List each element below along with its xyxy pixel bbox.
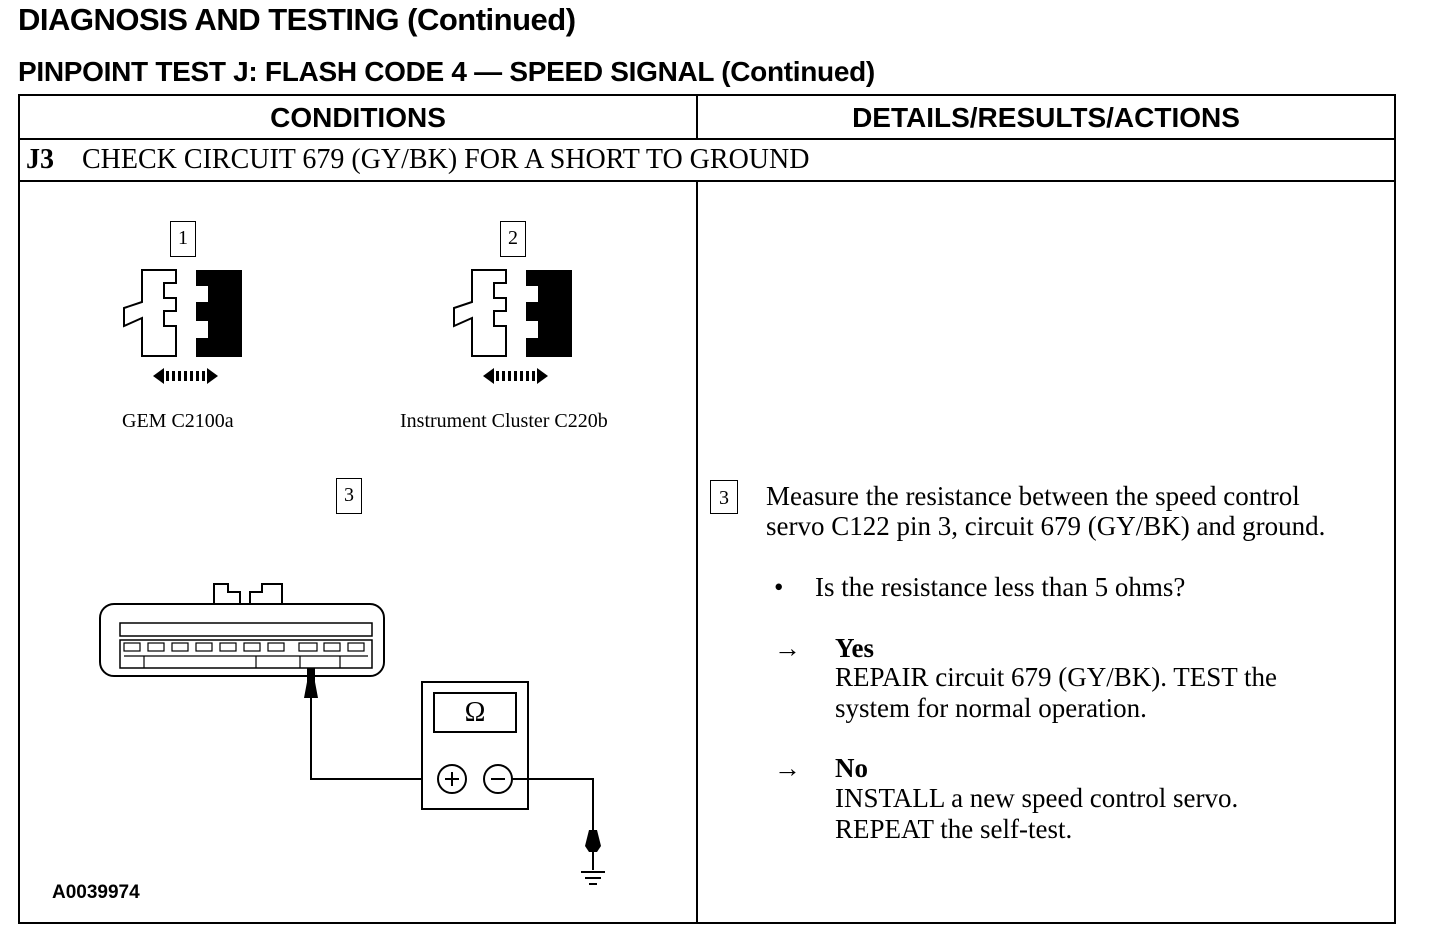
- no-arrow: →: [774, 753, 801, 783]
- yes-action-line-2: system for normal operation.: [835, 693, 1147, 723]
- ground-icon: [581, 871, 605, 885]
- instruction-line-1: Measure the resistance between the speed…: [766, 481, 1300, 511]
- pinpoint-test-title: PINPOINT TEST J: FLASH CODE 4 — SPEED SI…: [18, 56, 875, 87]
- page-title: DIAGNOSIS AND TESTING (Continued): [18, 2, 576, 37]
- connector-2-icon: [453, 269, 572, 384]
- step-number: J3: [26, 144, 54, 175]
- step-title: CHECK CIRCUIT 679 (GY/BK) FOR A SHORT TO…: [82, 144, 810, 175]
- connector-2-label: Instrument Cluster C220b: [400, 410, 608, 432]
- double-arrow-icon: [483, 368, 548, 384]
- yes-arrow: →: [774, 633, 801, 663]
- connector-1-icon: [123, 269, 242, 384]
- no-action-line-1: INSTALL a new speed control servo.: [835, 783, 1239, 813]
- conditions-header: CONDITIONS: [270, 102, 446, 133]
- test-table: CONDITIONS DETAILS/RESULTS/ACTIONS J3 CHE…: [18, 94, 1396, 924]
- ohm-symbol: Ω: [464, 697, 486, 728]
- no-label: No: [835, 753, 868, 783]
- column-divider: [696, 96, 698, 138]
- servo-connector-icon: [99, 583, 385, 677]
- bullet: •: [774, 572, 784, 602]
- header-divider: [20, 138, 1394, 140]
- question-text: Is the resistance less than 5 ohms?: [815, 572, 1186, 602]
- step-divider: [20, 180, 1394, 182]
- test-lead-positive: [304, 668, 438, 780]
- step-row: J3 CHECK CIRCUIT 679 (GY/BK) FOR A SHORT …: [26, 144, 809, 176]
- connector-1-label: GEM C2100a: [122, 410, 234, 432]
- callout-1: 1: [170, 221, 196, 257]
- yes-label: Yes: [835, 633, 874, 663]
- ohmmeter-icon: [421, 681, 529, 810]
- yes-action-line-1: REPAIR circuit 679 (GY/BK). TEST the: [835, 662, 1277, 692]
- callout-3: 3: [336, 478, 362, 514]
- instruction-line-2: servo C122 pin 3, circuit 679 (GY/BK) an…: [766, 511, 1326, 541]
- no-action-line-2: REPEAT the self-test.: [835, 814, 1073, 844]
- callout-2: 2: [500, 221, 526, 257]
- details-header: DETAILS/RESULTS/ACTIONS: [852, 102, 1240, 133]
- figure-id: A0039974: [52, 882, 140, 903]
- test-lead-negative: [512, 778, 605, 885]
- double-arrow-icon: [153, 368, 218, 384]
- details-callout-3: 3: [710, 480, 738, 514]
- column-divider-body: [696, 180, 698, 924]
